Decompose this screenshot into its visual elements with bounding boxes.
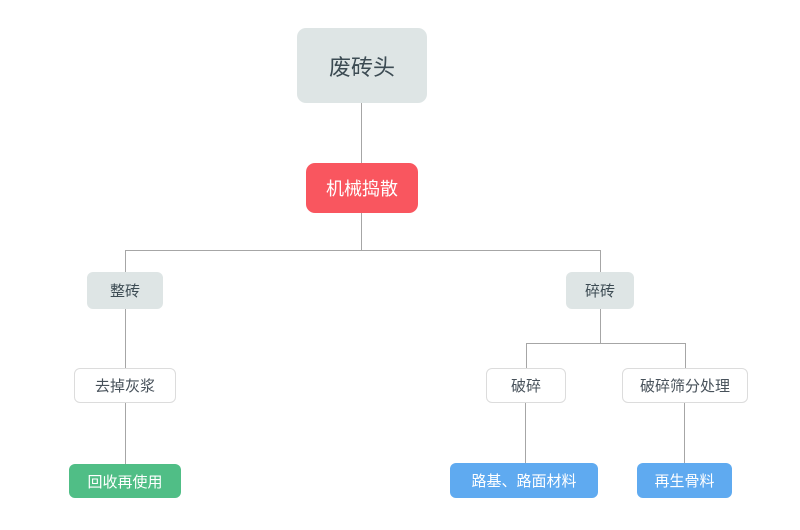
connector-drop-whole-brick bbox=[125, 250, 126, 272]
node-crush[interactable]: 破碎 bbox=[486, 368, 566, 403]
node-road-material[interactable]: 路基、路面材料 bbox=[450, 463, 598, 498]
connector-branch-bar-level2 bbox=[125, 250, 601, 251]
node-remove-mortar[interactable]: 去掉灰浆 bbox=[74, 368, 176, 403]
connector-whole-brick-mortar bbox=[125, 309, 126, 368]
node-recycled-aggregate[interactable]: 再生骨料 bbox=[637, 463, 732, 498]
connector-root-mechanical bbox=[361, 103, 362, 163]
connector-drop-broken-brick bbox=[600, 250, 601, 272]
connector-mortar-reuse bbox=[125, 403, 126, 464]
connector-mechanical-stem bbox=[361, 213, 362, 250]
connector-drop-crush bbox=[526, 343, 527, 368]
node-recycle-reuse[interactable]: 回收再使用 bbox=[69, 464, 181, 498]
connector-drop-crush-screening bbox=[685, 343, 686, 368]
connector-branch-bar-level3 bbox=[526, 343, 686, 344]
node-whole-brick[interactable]: 整砖 bbox=[87, 272, 163, 309]
node-broken-brick[interactable]: 碎砖 bbox=[566, 272, 634, 309]
connector-screening-aggregate bbox=[684, 403, 685, 463]
node-mechanical-break[interactable]: 机械捣散 bbox=[306, 163, 418, 213]
connector-broken-brick-stem bbox=[600, 309, 601, 343]
node-waste-brick[interactable]: 废砖头 bbox=[297, 28, 427, 103]
node-crush-screening[interactable]: 破碎筛分处理 bbox=[622, 368, 748, 403]
connector-crush-road-material bbox=[525, 403, 526, 463]
